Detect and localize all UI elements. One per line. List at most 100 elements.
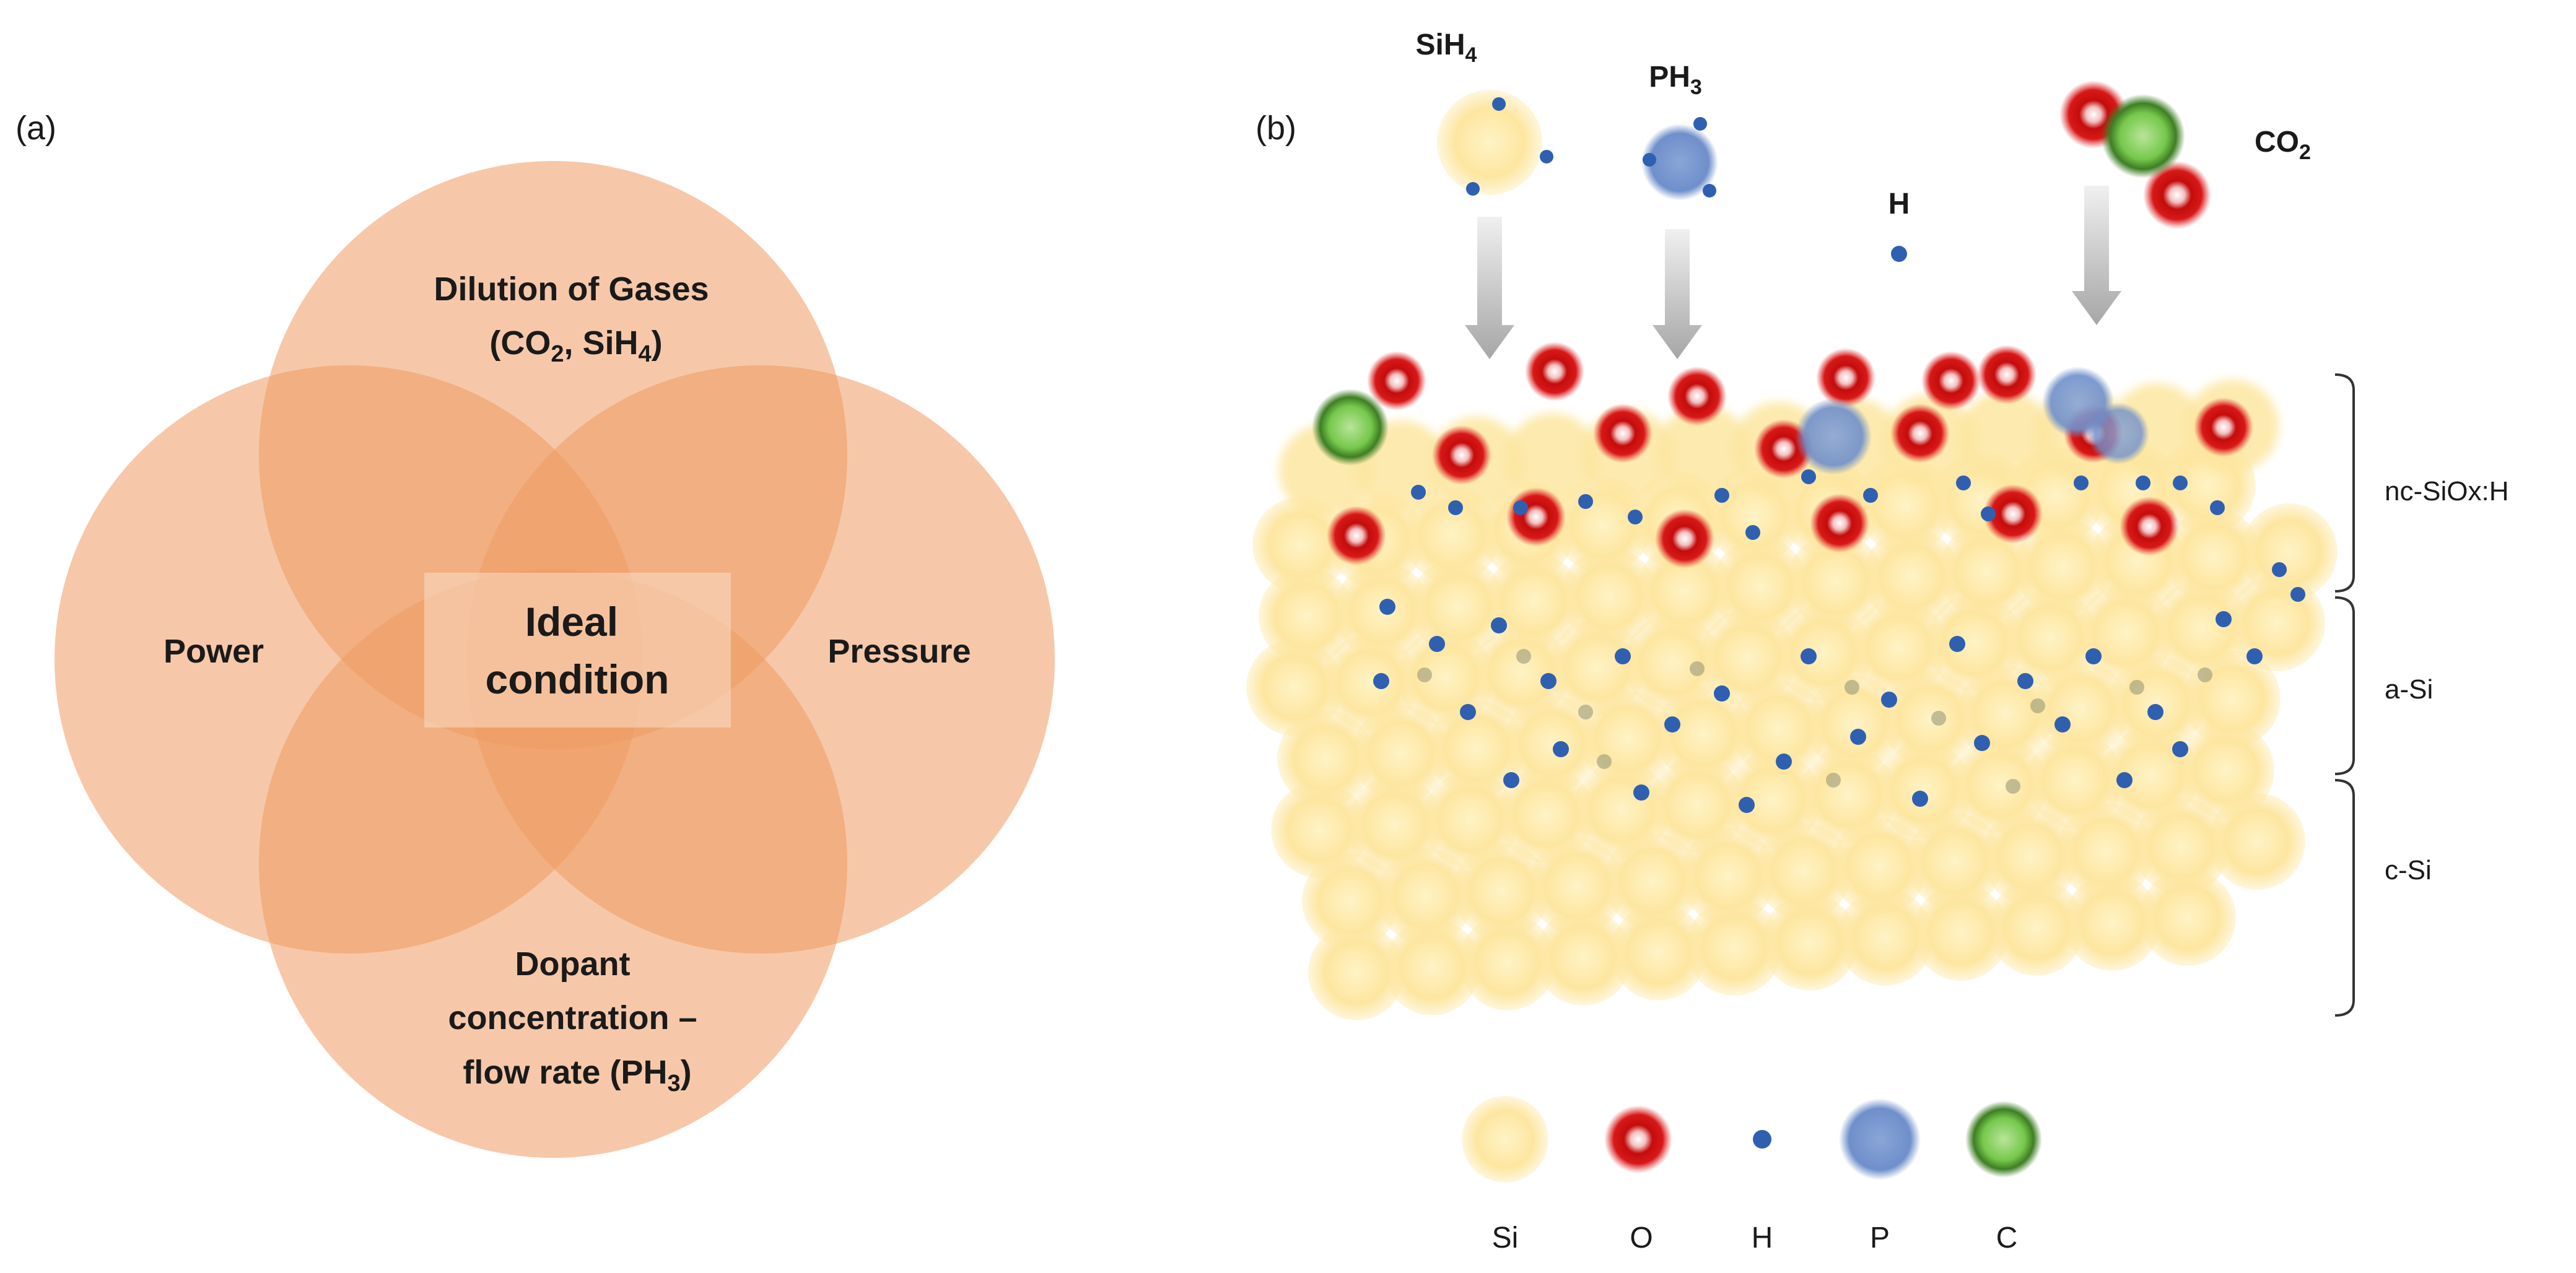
legend-h-label: H bbox=[1752, 1222, 1773, 1254]
molecule-ph3-h2 bbox=[1643, 153, 1656, 167]
h-atom bbox=[2216, 611, 2232, 627]
legend-si-icon bbox=[1462, 1096, 1548, 1183]
h-atom bbox=[1801, 648, 1817, 664]
bottom-circle-line-3: flow rate (PH3) bbox=[463, 1054, 691, 1097]
molecule-sih4-h3 bbox=[1466, 182, 1480, 196]
h-atom bbox=[2172, 741, 2188, 757]
h-atom bbox=[1553, 741, 1569, 757]
film-layer bbox=[1279, 342, 2305, 602]
si-h-bond bbox=[1826, 773, 1841, 788]
si-atom bbox=[1624, 614, 1721, 711]
molecule-ph3-p bbox=[1641, 124, 1718, 201]
h-atom bbox=[1448, 500, 1463, 515]
h-atom bbox=[1801, 469, 1816, 484]
si-h-bond bbox=[2129, 680, 2144, 695]
si-atom bbox=[1404, 487, 1500, 583]
panel-a-tag: (a) bbox=[15, 110, 56, 147]
h-atom bbox=[1429, 636, 1445, 652]
si-atom bbox=[1939, 523, 2035, 620]
si-atom bbox=[1322, 634, 1418, 731]
si-atom bbox=[1410, 558, 1506, 654]
si-atom bbox=[1252, 497, 1349, 593]
si-atom bbox=[1724, 752, 1821, 848]
layer-label-c-si: c-Si bbox=[2385, 855, 2432, 885]
si-atom bbox=[1775, 604, 1872, 701]
o-atom bbox=[1983, 484, 2043, 544]
o-atom bbox=[1667, 367, 1727, 426]
molecule-sih4-h2 bbox=[1540, 150, 1553, 163]
si-atom bbox=[1548, 619, 1645, 716]
bottom-circle-line-1: Dopant bbox=[515, 945, 631, 983]
h-atom bbox=[1745, 525, 1760, 540]
h-atom bbox=[2085, 648, 2102, 664]
p-atom bbox=[2087, 402, 2149, 464]
si-atom bbox=[2165, 508, 2262, 605]
h-atom bbox=[2136, 476, 2150, 490]
si-atom bbox=[1271, 781, 1368, 878]
si-atom bbox=[1788, 533, 1884, 630]
si-h-bond bbox=[2198, 667, 2212, 682]
c-atom bbox=[1312, 389, 1389, 466]
si-atom bbox=[2153, 580, 2250, 676]
panel-b: (b) SiH4 PH3 H CO2 bbox=[1246, 28, 2508, 1254]
si-h-bond bbox=[1516, 649, 1531, 664]
si-atom bbox=[2077, 584, 2174, 681]
top-circle-line-2: (CO2, SiH4) bbox=[489, 324, 662, 367]
si-atom bbox=[1259, 568, 1355, 664]
si-h-bond bbox=[1597, 754, 1612, 769]
o-atom bbox=[2120, 497, 2179, 556]
o-atom bbox=[1890, 404, 1950, 463]
molecule-ph3 bbox=[1641, 117, 1718, 201]
bracket-nc-siox bbox=[2334, 373, 2355, 593]
h-atom bbox=[1850, 729, 1866, 745]
center-line-2: condition bbox=[486, 656, 670, 702]
bracket-a-si bbox=[2334, 596, 2355, 775]
right-circle-label: Pressure bbox=[827, 633, 971, 670]
si-atom bbox=[1246, 639, 1343, 736]
si-atom bbox=[1649, 757, 1745, 853]
si-atom bbox=[1913, 884, 2009, 981]
venn-circles bbox=[55, 161, 1055, 1158]
h-atom bbox=[1949, 636, 1965, 652]
legend-p-label: P bbox=[1870, 1222, 1890, 1254]
h-atom bbox=[1628, 510, 1643, 524]
si-atom bbox=[2027, 732, 2123, 828]
center-box bbox=[424, 573, 731, 728]
h-atom bbox=[1513, 500, 1528, 515]
film-si bbox=[1657, 406, 1750, 498]
o-atom bbox=[1506, 487, 1566, 547]
gas-label-co2: CO2 bbox=[2255, 126, 2311, 164]
si-atom bbox=[1837, 889, 1934, 986]
si-atom bbox=[1459, 914, 1556, 1010]
si-atom bbox=[1762, 894, 1858, 991]
si-atom bbox=[1498, 767, 1594, 863]
si-atom bbox=[1800, 747, 1897, 843]
o-atom bbox=[1921, 351, 1981, 411]
si-atom bbox=[1347, 776, 1443, 873]
h-atom bbox=[1373, 673, 1389, 689]
h-atom bbox=[1956, 476, 1971, 490]
h-atom bbox=[1981, 506, 1996, 521]
panel-a: (a) Ideal condition Dilution of Gases (C… bbox=[15, 110, 1055, 1158]
h-atom bbox=[2017, 673, 2033, 689]
h-atom bbox=[1633, 784, 1649, 801]
arrow-ph3 bbox=[1653, 229, 1702, 359]
h-atom bbox=[1863, 488, 1878, 503]
si-atom bbox=[2002, 589, 2098, 686]
h-atom bbox=[2147, 704, 2163, 720]
top-circle-line-1: Dilution of Gases bbox=[434, 271, 709, 308]
si-atom bbox=[1686, 899, 1783, 996]
si-atom bbox=[1712, 538, 1809, 635]
si-atom bbox=[1535, 909, 1631, 1006]
layer-label-nc-siox: nc-SiOx:H bbox=[2385, 476, 2508, 506]
h-atom bbox=[1615, 648, 1631, 664]
si-atom bbox=[1988, 879, 2085, 976]
h-atom bbox=[1912, 791, 1928, 807]
h-atom bbox=[2290, 587, 2305, 602]
si-atom bbox=[1636, 543, 1733, 640]
h-atom bbox=[2210, 500, 2225, 515]
film-si bbox=[1959, 391, 2052, 484]
molecule-sih4 bbox=[1437, 90, 1553, 196]
o-atom bbox=[1432, 425, 1491, 485]
